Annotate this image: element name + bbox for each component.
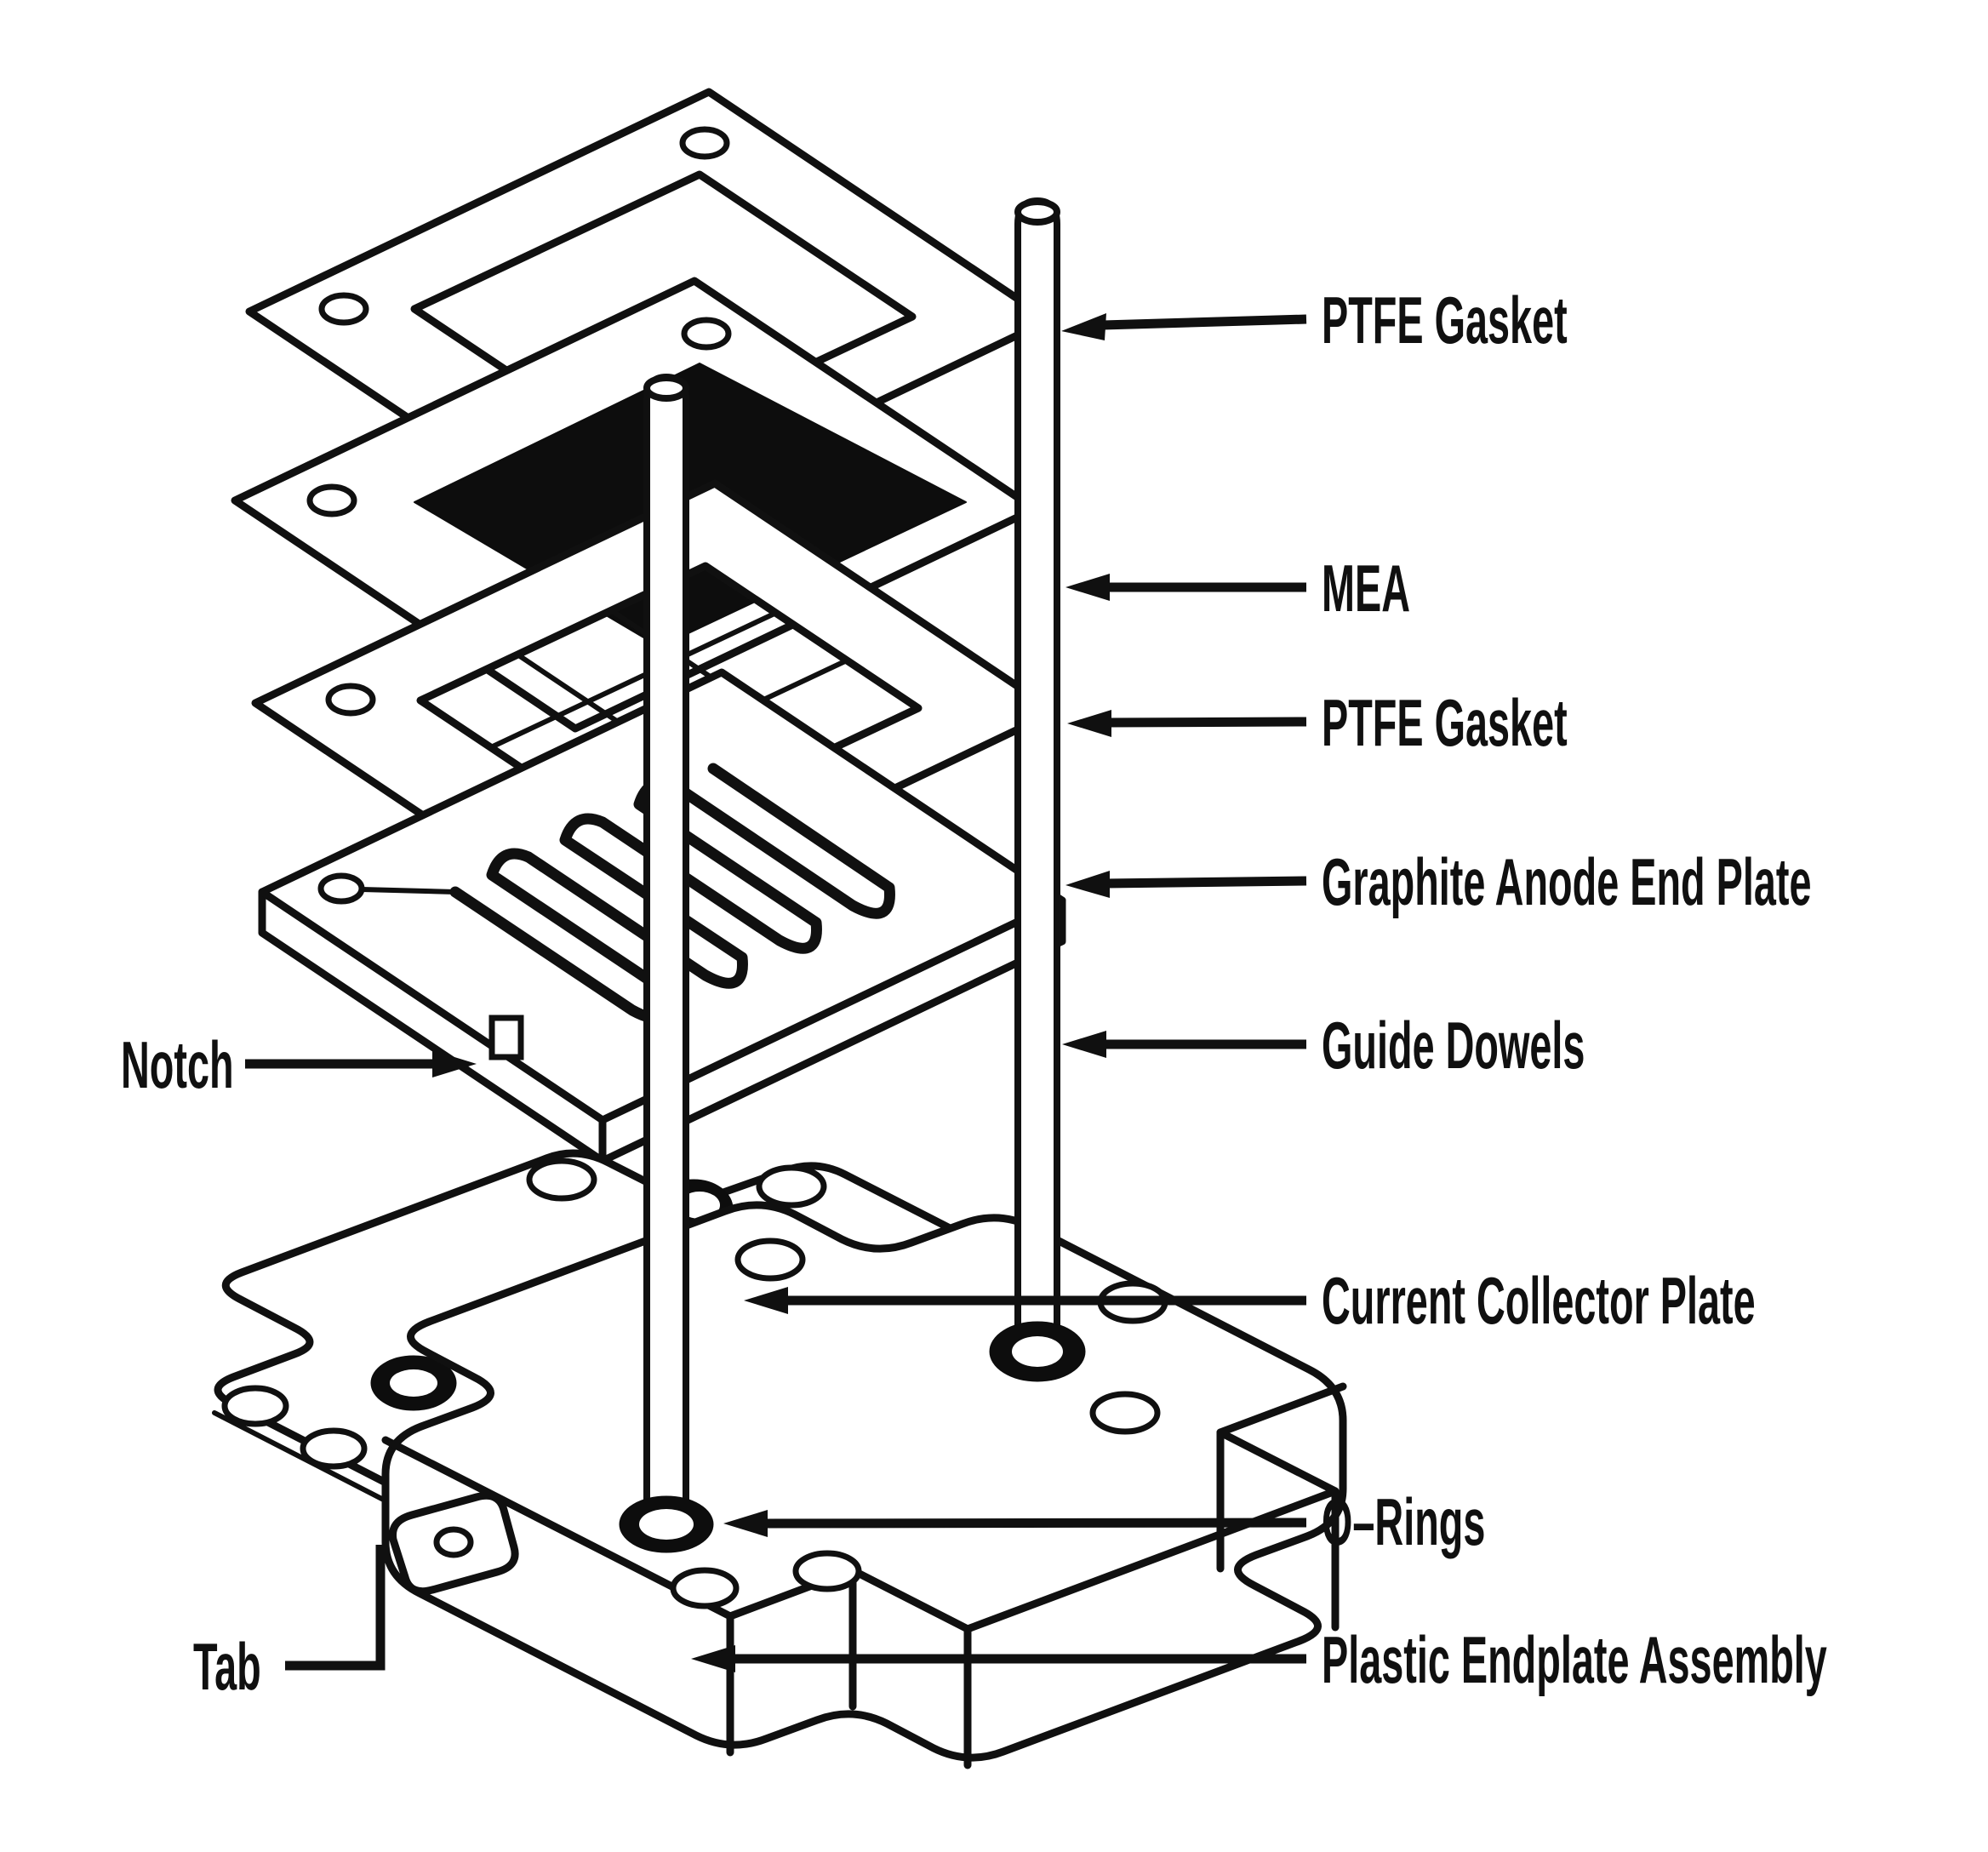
label-ptfe-gasket-lower: PTFE Gasket	[1322, 686, 1568, 760]
dowel-left-cap	[643, 374, 689, 402]
gasket-top-dowel-hole-right	[679, 126, 730, 160]
leader-graphite-anode-end-plate	[1065, 871, 1307, 898]
collector-hole-left-2	[300, 1427, 368, 1470]
endplate-hole-right-2	[1089, 1391, 1161, 1435]
label-graphite-anode-end-plate: Graphite Anode End Plate	[1322, 845, 1811, 919]
endplate-hole-bottom-1	[670, 1567, 740, 1609]
tab-hole	[433, 1526, 474, 1558]
label-mea: MEA	[1322, 552, 1410, 626]
gasket-top-dowel-hole-left	[318, 292, 369, 326]
endplate-hole-bottom-2	[792, 1550, 862, 1592]
label-guide-dowels: Guide Dowels	[1322, 1009, 1585, 1083]
o-ring-endplate-center	[619, 1495, 714, 1553]
mea-dowel-hole-right	[681, 317, 732, 351]
leader-o-rings	[723, 1510, 1307, 1537]
leader-mea	[1065, 574, 1306, 601]
endplate-hole-top	[734, 1238, 806, 1282]
label-current-collector-plate: Current Collector Plate	[1322, 1264, 1756, 1338]
label-ptfe-gasket-top: PTFE Gasket	[1322, 283, 1568, 357]
collector-hole-top-1	[526, 1158, 597, 1202]
collector-hole-left-1	[221, 1385, 289, 1427]
collector-hole-top-2	[756, 1164, 827, 1209]
leader-guide-dowels	[1062, 1031, 1306, 1058]
gasket-lower-dowel-hole-left	[325, 683, 376, 717]
leader-current-collector-plate	[744, 1287, 1306, 1314]
leader-notch	[245, 1050, 477, 1077]
leader-plastic-endplate-assembly	[691, 1645, 1306, 1672]
port-channel	[359, 887, 458, 895]
guide-dowel-right	[1014, 197, 1060, 1367]
label-tab: Tab	[193, 1630, 261, 1704]
o-ring-endplate-right	[989, 1321, 1086, 1382]
tab-feature	[388, 1491, 519, 1596]
label-plastic-endplate-assembly: Plastic Endplate Assembly	[1322, 1623, 1827, 1697]
mea-dowel-hole-left	[306, 483, 357, 517]
label-notch: Notch	[121, 1028, 234, 1102]
guide-dowel-left	[643, 374, 689, 1534]
callout-labels: PTFE Gasket MEA PTFE Gasket Graphite Ano…	[121, 283, 1827, 1704]
plastic-endplate-assembly	[381, 1201, 1347, 1769]
leader-tab	[285, 1545, 386, 1671]
leader-ptfe-gasket-lower	[1067, 710, 1307, 737]
label-o-rings: O–Rings	[1322, 1485, 1485, 1559]
o-ring-collector-left	[370, 1355, 457, 1411]
flow-field-port-hole	[317, 872, 365, 905]
leader-ptfe-gasket-top	[1061, 313, 1307, 340]
notch-feature	[488, 1015, 524, 1060]
dowel-right-cap	[1014, 198, 1060, 226]
